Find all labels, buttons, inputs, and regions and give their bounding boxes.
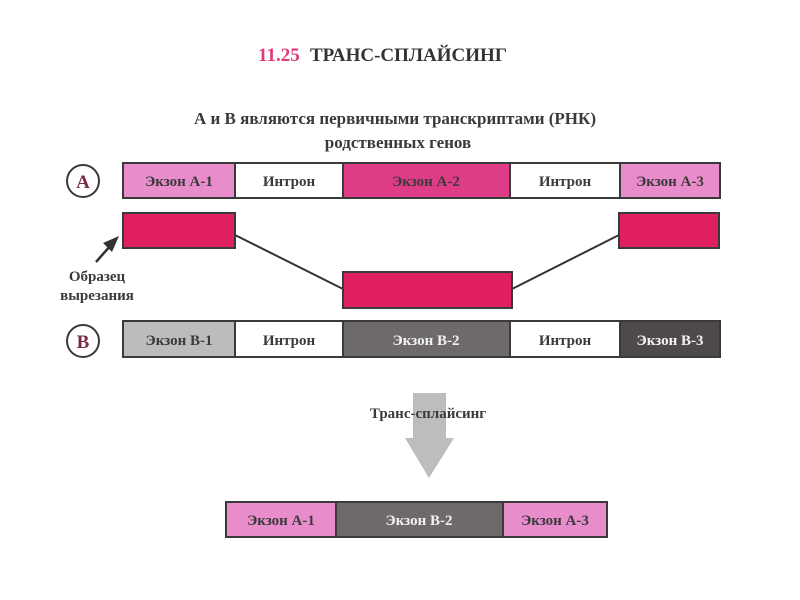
down-arrow-icon — [405, 438, 454, 478]
label-exon-b2: Экзон В-2 — [393, 333, 460, 349]
marker-a-circle — [66, 164, 100, 198]
segment-exon-a2 — [342, 162, 511, 199]
segment-exon-a1 — [122, 162, 236, 199]
cut-pattern-callout: Образец вырезания — [60, 236, 134, 304]
result-exon-a1 — [225, 501, 337, 538]
label-exon-b3: Экзон В-3 — [637, 333, 704, 349]
transcript-a-bar: Экзон А-1 Интрон Экзон А-2 Интрон Экзон … — [122, 162, 721, 199]
connector-left — [234, 234, 344, 290]
result-label-exon-b2: Экзон В-2 — [386, 513, 453, 529]
subtitle-line-1: А и В являются первичными транскриптами … — [194, 109, 596, 128]
result-label-exon-a3: Экзон А-3 — [521, 513, 589, 529]
cut-pattern-label-line-2: вырезания — [60, 288, 134, 304]
marker-a: A — [66, 164, 100, 198]
segment-exon-a3 — [619, 162, 721, 199]
marker-b-letter: B — [77, 332, 90, 353]
result-label-exon-a1: Экзон А-1 — [247, 513, 315, 529]
segment-intron-a2 — [509, 162, 621, 199]
transcript-b-bar: Экзон В-1 Интрон Экзон В-2 Интрон Экзон … — [122, 320, 721, 358]
segment-exon-b3 — [619, 320, 721, 358]
cut-pattern-label-line-1: Образец — [69, 269, 126, 285]
marker-b-circle — [66, 324, 100, 358]
process-arrow: Транс-сплайсинг — [370, 393, 486, 478]
marker-a-letter: A — [76, 172, 90, 193]
segment-exon-b1 — [122, 320, 236, 358]
label-intron-b2: Интрон — [539, 333, 592, 349]
label-exon-a1: Экзон А-1 — [145, 174, 213, 190]
connector-right — [511, 234, 620, 290]
cut-pattern — [122, 212, 720, 309]
label-exon-a3: Экзон А-3 — [636, 174, 704, 190]
cut-box-middle — [342, 271, 513, 309]
label-intron-b1: Интрон — [263, 333, 316, 349]
process-label: Транс-сплайсинг — [370, 406, 486, 422]
segment-intron-b2 — [509, 320, 621, 358]
result-exon-a3 — [502, 501, 608, 538]
label-exon-b1: Экзон В-1 — [146, 333, 213, 349]
subtitle-line-2: родственных генов — [325, 133, 471, 152]
marker-b: B — [66, 324, 100, 358]
label-intron-a2: Интрон — [539, 174, 592, 190]
label-exon-a2: Экзон А-2 — [392, 174, 460, 190]
result-exon-b2 — [335, 501, 504, 538]
segment-intron-a1 — [234, 162, 344, 199]
title-number: 11.25 — [258, 45, 300, 66]
cut-box-left — [122, 212, 236, 249]
pointer-arrow-icon — [103, 236, 119, 252]
result-bar: Экзон А-1 Экзон В-2 Экзон А-3 — [225, 501, 608, 538]
title-text: ТРАНС-СПЛАЙСИНГ — [310, 44, 507, 66]
cut-box-right — [618, 212, 720, 249]
label-intron-a1: Интрон — [263, 174, 316, 190]
process-arrow-shaft — [413, 393, 446, 439]
segment-intron-b1 — [234, 320, 344, 358]
